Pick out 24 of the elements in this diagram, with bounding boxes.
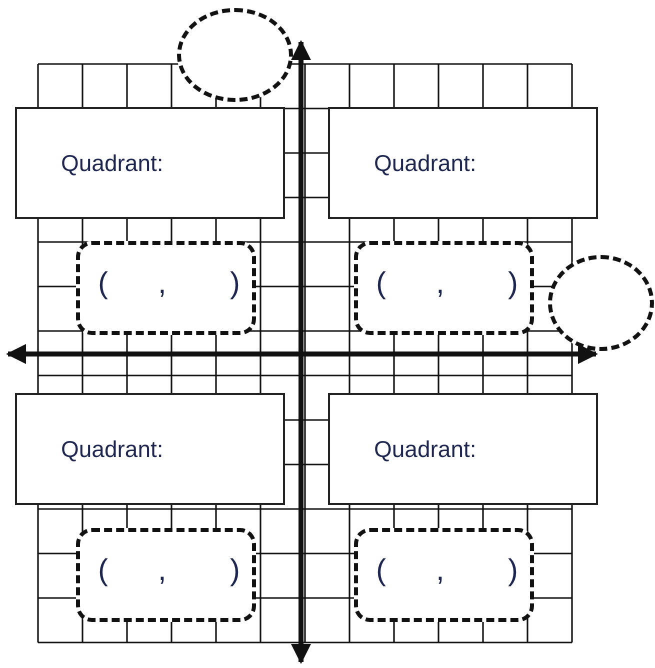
quadrant-box xyxy=(328,393,598,505)
quadrant-label: Quadrant: xyxy=(61,436,164,462)
comma: , xyxy=(158,267,166,301)
close-parenthesis: ) xyxy=(508,267,518,301)
close-parenthesis: ) xyxy=(230,554,240,588)
comma: , xyxy=(436,554,444,588)
quadrant-box xyxy=(328,107,598,219)
coordinate-answer-box xyxy=(76,528,256,622)
comma: , xyxy=(158,554,166,588)
quadrant-label: Quadrant: xyxy=(61,150,164,176)
quadrant-box xyxy=(15,107,285,219)
open-parenthesis: ( xyxy=(98,267,108,301)
quadrant-label: Quadrant: xyxy=(374,150,476,176)
open-parenthesis: ( xyxy=(98,554,108,588)
coordinate-answer-box xyxy=(354,241,534,335)
close-parenthesis: ) xyxy=(508,554,518,588)
open-parenthesis: ( xyxy=(376,267,386,301)
quadrant-box xyxy=(15,393,285,505)
coordinate-answer-box xyxy=(354,528,534,622)
coordinate-answer-box xyxy=(76,241,256,335)
comma: , xyxy=(436,267,444,301)
quadrant-label: Quadrant: xyxy=(374,436,476,462)
close-parenthesis: ) xyxy=(230,267,240,301)
open-parenthesis: ( xyxy=(376,554,386,588)
